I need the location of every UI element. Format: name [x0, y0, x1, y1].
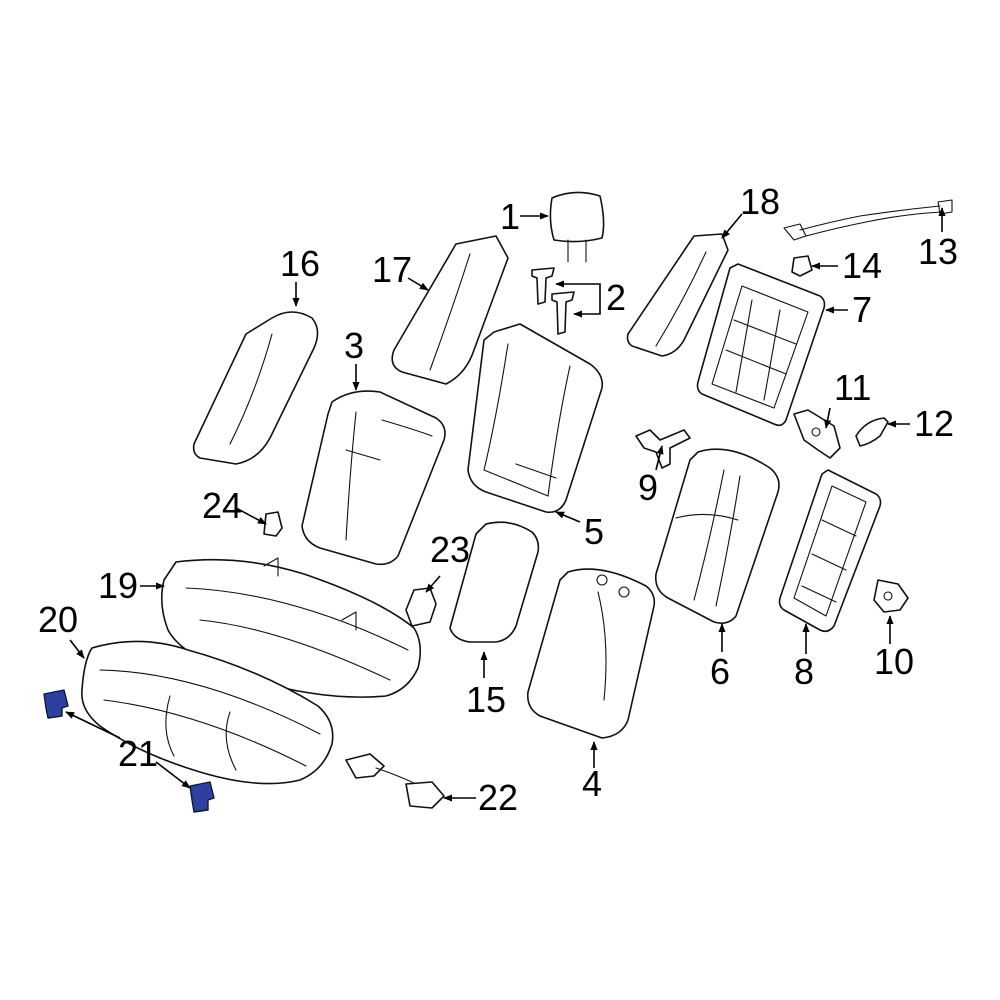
- leader-2b: [573, 296, 601, 318]
- leader-5: [555, 511, 581, 523]
- part-12-cover[interactable]: [855, 417, 889, 447]
- part-8-seatback-frame[interactable]: [778, 469, 882, 633]
- part-23-bracket[interactable]: [405, 587, 437, 627]
- part-22-hinge[interactable]: [345, 753, 445, 809]
- part-9-bracket[interactable]: [635, 429, 691, 469]
- callout-16: 16: [280, 243, 320, 284]
- callout-5: 5: [584, 511, 604, 552]
- part-21-clip[interactable]: [43, 689, 215, 813]
- callout-3: 3: [344, 325, 364, 366]
- callout-9: 9: [638, 467, 658, 508]
- callout-12: 12: [914, 403, 954, 444]
- part-5-seatback-frame[interactable]: [467, 323, 604, 514]
- leader-17: [407, 277, 429, 291]
- callout-17: 17: [372, 249, 412, 290]
- callout-22: 22: [478, 777, 518, 818]
- part-7-seatback-frame[interactable]: [696, 263, 826, 427]
- part-16-side-bolster[interactable]: [192, 311, 319, 465]
- callout-4: 4: [582, 763, 602, 804]
- callout-14: 14: [842, 245, 882, 286]
- part-18-side-bolster[interactable]: [626, 233, 729, 357]
- callout-6: 6: [710, 651, 730, 692]
- part-11-bracket[interactable]: [793, 409, 841, 459]
- callout-19: 19: [98, 565, 138, 606]
- leader-21b: [155, 761, 191, 789]
- leader-11: [824, 407, 832, 429]
- callout-1: 1: [500, 196, 520, 237]
- callout-15: 15: [466, 679, 506, 720]
- part-20-seat-cushion-pad[interactable]: [81, 640, 334, 785]
- leader-20: [69, 639, 85, 659]
- part-1-headrest[interactable]: [549, 191, 605, 263]
- part-10-bracket[interactable]: [873, 579, 909, 613]
- part-21-clip-b: [189, 781, 215, 813]
- part-3-seatback-pad[interactable]: [301, 390, 446, 566]
- callout-21: 21: [118, 733, 158, 774]
- callout-20: 20: [38, 599, 78, 640]
- callout-23: 23: [430, 529, 470, 570]
- callout-24: 24: [202, 485, 242, 526]
- callout-7: 7: [852, 289, 872, 330]
- leader-21a: [65, 711, 121, 739]
- leader-9: [655, 445, 664, 471]
- part-2-headrest-guides[interactable]: [531, 267, 575, 335]
- callout-13: 13: [918, 231, 958, 272]
- part-24-clip[interactable]: [263, 511, 283, 537]
- leader-23: [425, 575, 441, 593]
- callout-18: 18: [740, 181, 780, 222]
- part-14-clip[interactable]: [791, 255, 813, 277]
- callout-2: 2: [606, 277, 626, 318]
- part-17-side-bolster[interactable]: [391, 235, 509, 385]
- part-6-seatback-pad[interactable]: [654, 448, 780, 624]
- callout-numbers: 1 2 3 4 5 6 7 8 9 10 11 12 13 14 15 16 1…: [38, 181, 958, 818]
- leader-24: [235, 507, 267, 525]
- part-21-clip-a: [43, 689, 69, 719]
- callout-11: 11: [834, 367, 871, 408]
- callout-8: 8: [794, 651, 814, 692]
- callout-10: 10: [874, 641, 914, 682]
- leader-2: [555, 280, 601, 296]
- leader-lines: [65, 207, 946, 802]
- leader-18: [721, 213, 743, 239]
- part-15-armrest[interactable]: [449, 521, 540, 643]
- part-4-seatback-cover[interactable]: [526, 568, 656, 739]
